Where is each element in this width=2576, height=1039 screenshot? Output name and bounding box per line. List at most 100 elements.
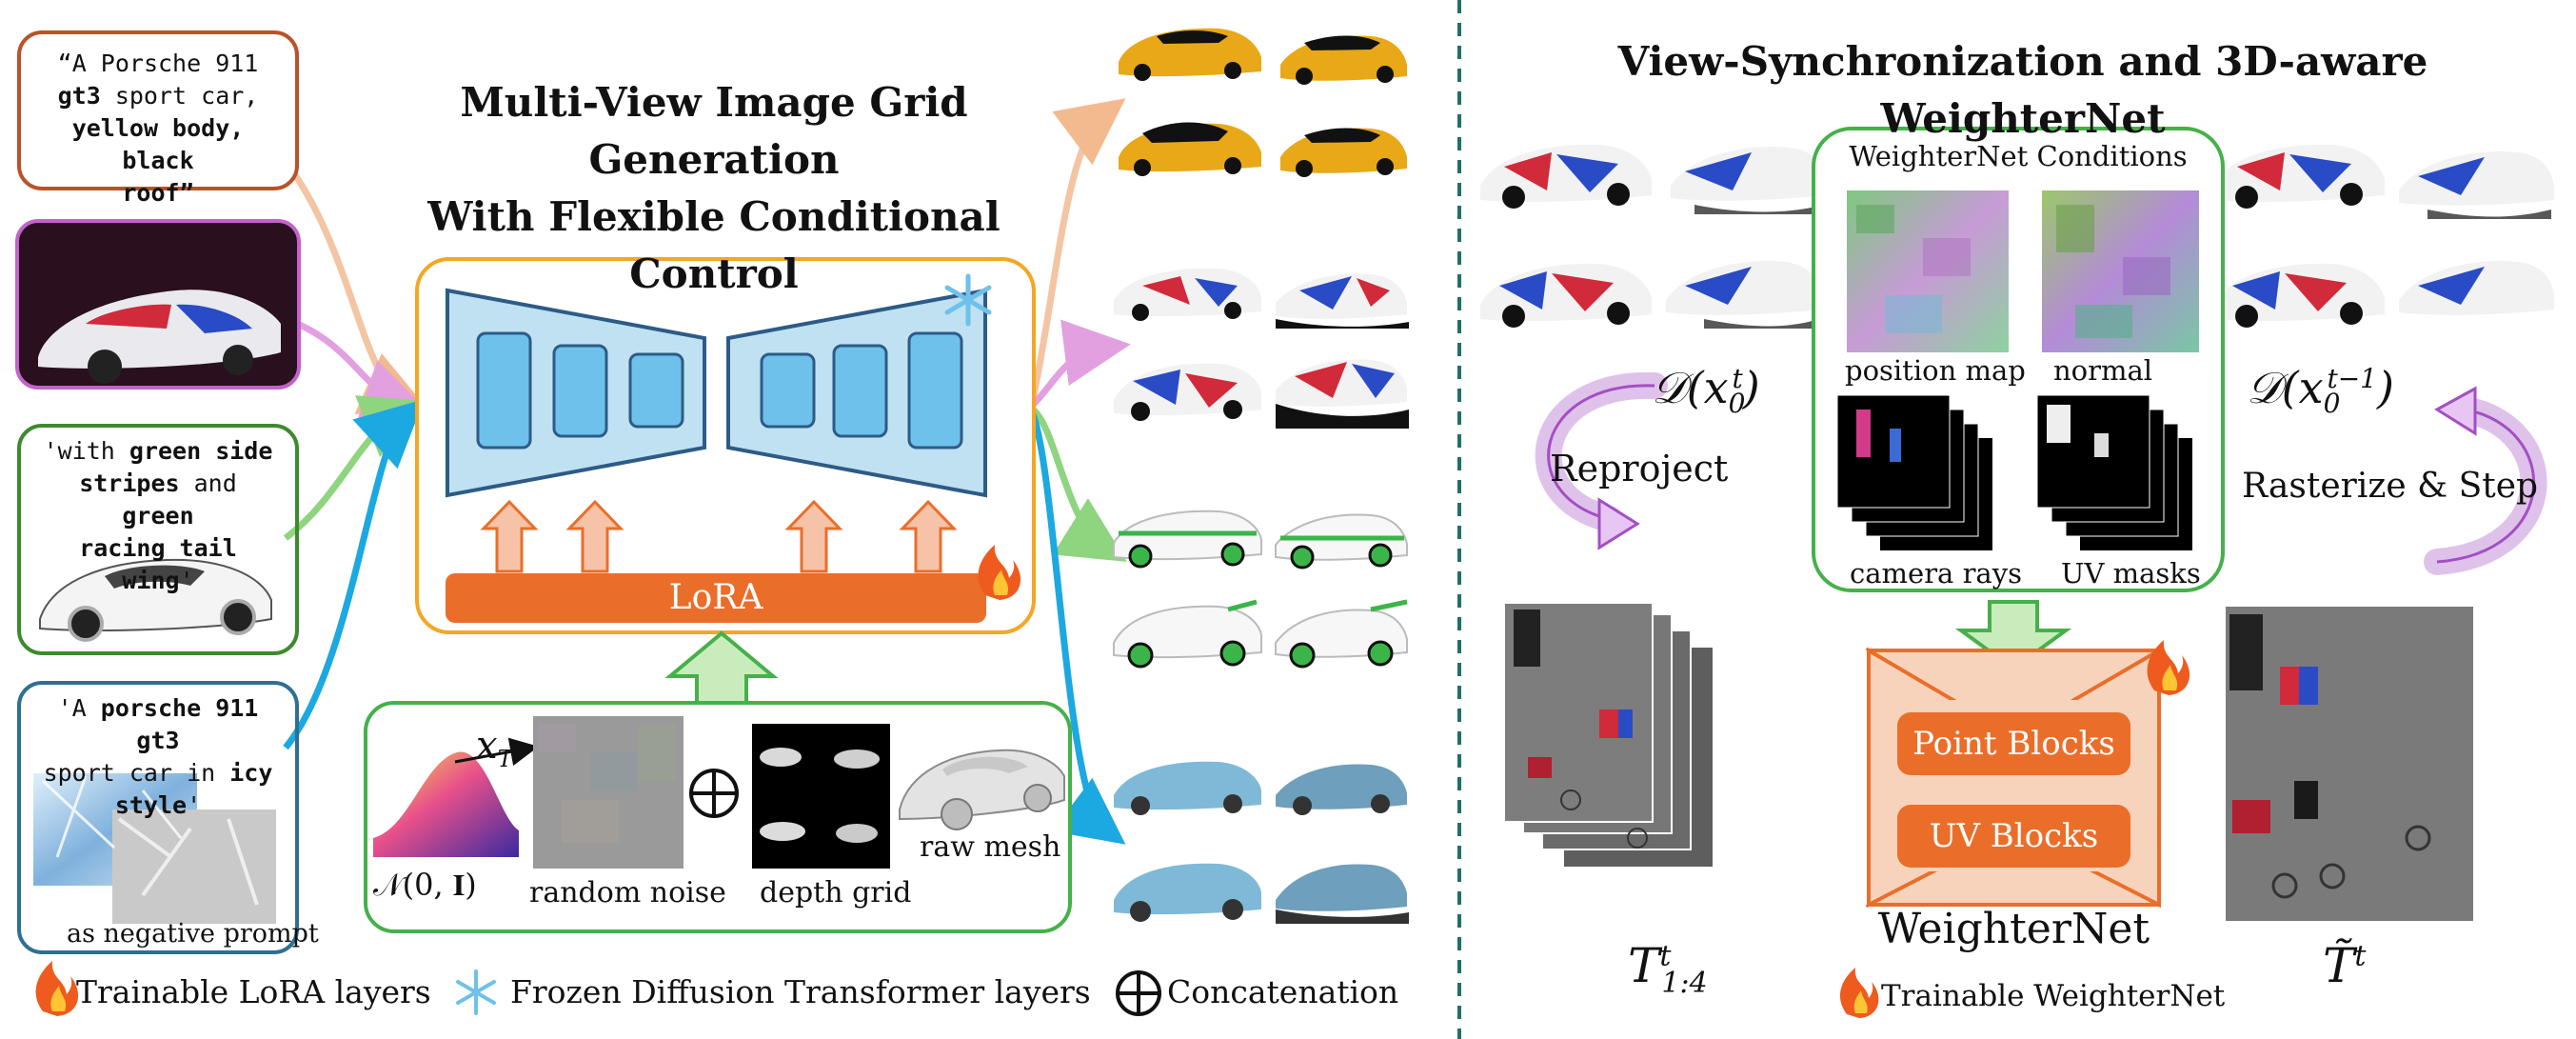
position-map-label: position map	[1845, 354, 2026, 387]
prompt-box-yellow: “A Porsche 911 gt3 sport car, yellow bod…	[17, 30, 299, 207]
weighternet-fire-icon	[2147, 640, 2190, 695]
racing-car-grid	[1114, 268, 1409, 429]
icy-image-2	[112, 809, 276, 924]
xT-arrow	[454, 737, 539, 767]
depth-grid-label: depth grid	[760, 876, 912, 909]
decoder-layer-1	[760, 352, 816, 429]
right-input-cars	[1480, 144, 2554, 329]
t-sup: t	[1659, 939, 1672, 973]
prompt-bold: green side	[129, 437, 273, 465]
prompt-bold: gt3	[57, 82, 101, 110]
raw-mesh-label: raw mesh	[920, 830, 1061, 864]
t-sub: 1:4	[1661, 967, 1708, 1000]
left-title-line1: Multi-View Image Grid Generation	[460, 79, 968, 183]
uv-blocks: UV Blocks	[1897, 805, 2130, 868]
prompt-bold: green	[122, 502, 194, 529]
uv-masks-label: UV masks	[2061, 557, 2201, 589]
d-x-symbol: 𝒟(x	[2247, 362, 2324, 413]
d-x-sup: t	[1732, 362, 1743, 394]
raw-mesh-car	[899, 749, 1065, 830]
prompt-box-icy: 'A porsche 911 gt3 sport car in icy styl…	[17, 681, 299, 954]
rasterize-label: Rasterize & Step	[2242, 467, 2539, 506]
arrow-prompt3	[283, 395, 429, 541]
prompt-text: “A Porsche 911	[57, 50, 259, 77]
prompt-bold: roof”	[122, 179, 194, 207]
camera-rays-label: camera rays	[1850, 557, 2022, 589]
encoder-layer-3	[628, 352, 684, 429]
green-car-grid	[1113, 510, 1408, 669]
negative-prompt-label: as negative prompt	[67, 919, 319, 949]
depth-grid-image	[752, 724, 890, 869]
decoder-layer-2	[832, 344, 888, 438]
weighternet-label: WeighterNet	[1877, 905, 2150, 953]
legend-weighter-fire-icon	[1839, 968, 1879, 1018]
arrow-out-green	[1030, 407, 1127, 562]
noise-pattern	[538, 724, 676, 843]
gaussian-surface	[373, 751, 519, 857]
texture-stack-left	[1503, 602, 1713, 867]
normal-label: normal	[2053, 354, 2153, 387]
prompt-text: '	[179, 567, 194, 594]
prompt-box-green: 'with green side stripes and green racin…	[17, 424, 299, 655]
legend-concat: Concatenation	[1167, 973, 1399, 1010]
d-x-sub: 0	[1728, 388, 1746, 420]
prompt-bold: porsche 911 gt3	[100, 694, 259, 754]
prompt-bold: stripes	[79, 470, 180, 497]
d-x0t-label: 𝒟(x0t)	[1652, 362, 1760, 420]
right-title: View-Synchronization and 3D-aware Weight…	[1617, 38, 2428, 142]
t-symbol: T	[1628, 938, 1660, 993]
arrow-out-yellow	[1029, 98, 1126, 401]
fire-icon	[978, 545, 1021, 600]
t-tilde-sup: t	[2354, 939, 2367, 973]
reproject-label: Reproject	[1550, 448, 1729, 490]
t-tilde-symbol: T̃	[2323, 938, 2355, 993]
t-tilde-label: T̃t	[2323, 938, 2366, 993]
legend-fire-icon	[35, 961, 79, 1016]
arrow-out-icy	[1029, 412, 1126, 845]
yellow-car-grid	[1119, 28, 1407, 177]
normal-dist-label: 𝒩(0, 𝐈)	[373, 867, 477, 903]
left-title: Multi-View Image Grid Generation With Fl…	[362, 74, 1066, 303]
prompt-bold: racing tail wing	[79, 534, 237, 594]
prompt-text: and	[179, 470, 237, 497]
legend-concat-icon	[1116, 970, 1161, 1016]
d-x-symbol: 𝒟(x	[1652, 362, 1729, 413]
prompt-bold: icy style	[114, 759, 273, 819]
encoder-layer-1	[476, 331, 532, 450]
prompt-text: sport car in	[43, 759, 230, 787]
xT-subscript: T	[497, 746, 513, 772]
legend-trainable-weighter: Trainable WeighterNet	[1881, 979, 2226, 1013]
prompt-bold: yellow body, black	[71, 114, 245, 174]
white-porsche-image	[39, 558, 272, 642]
legend-snowflake-icon	[456, 969, 496, 1015]
position-map-pattern	[1856, 205, 2170, 338]
lora-label: LoRA	[668, 578, 763, 617]
prompt-text: 'with	[43, 437, 129, 465]
icy-car-grid	[1114, 761, 1409, 924]
arrow-out-racing	[1030, 319, 1131, 408]
lora-bar	[446, 573, 986, 623]
texture-right	[2226, 607, 2473, 921]
point-blocks: Point Blocks	[1897, 712, 2130, 775]
weighter-conditions-title: WeighterNet Conditions	[1849, 140, 2188, 172]
legend-trainable-lora: Trainable LoRA layers	[76, 973, 431, 1010]
xT-label: xT	[476, 724, 513, 772]
decoder-layer-3	[907, 331, 963, 450]
left-title-line2: With Flexible Conditional Control	[427, 193, 1001, 297]
d-x-sup: t−1	[2327, 362, 2377, 394]
encoder-layer-2	[552, 344, 608, 438]
concat-icon	[689, 769, 739, 818]
prompt-text: 'A	[57, 694, 101, 722]
xT-symbol: x	[476, 724, 498, 768]
prompt-text: sport car,	[100, 82, 259, 110]
prompt-text: '	[187, 791, 202, 819]
reference-car-body	[38, 290, 281, 369]
d-x0t1-label: 𝒟(x0t−1)	[2247, 362, 2394, 420]
legend-frozen: Frozen Diffusion Transformer layers	[510, 973, 1091, 1010]
lora-up-arrows	[480, 499, 958, 573]
arrow-prompt4	[283, 399, 425, 750]
d-x-sub: 0	[2323, 388, 2341, 420]
arrow-image	[284, 315, 430, 424]
random-noise-label: random noise	[529, 876, 726, 909]
